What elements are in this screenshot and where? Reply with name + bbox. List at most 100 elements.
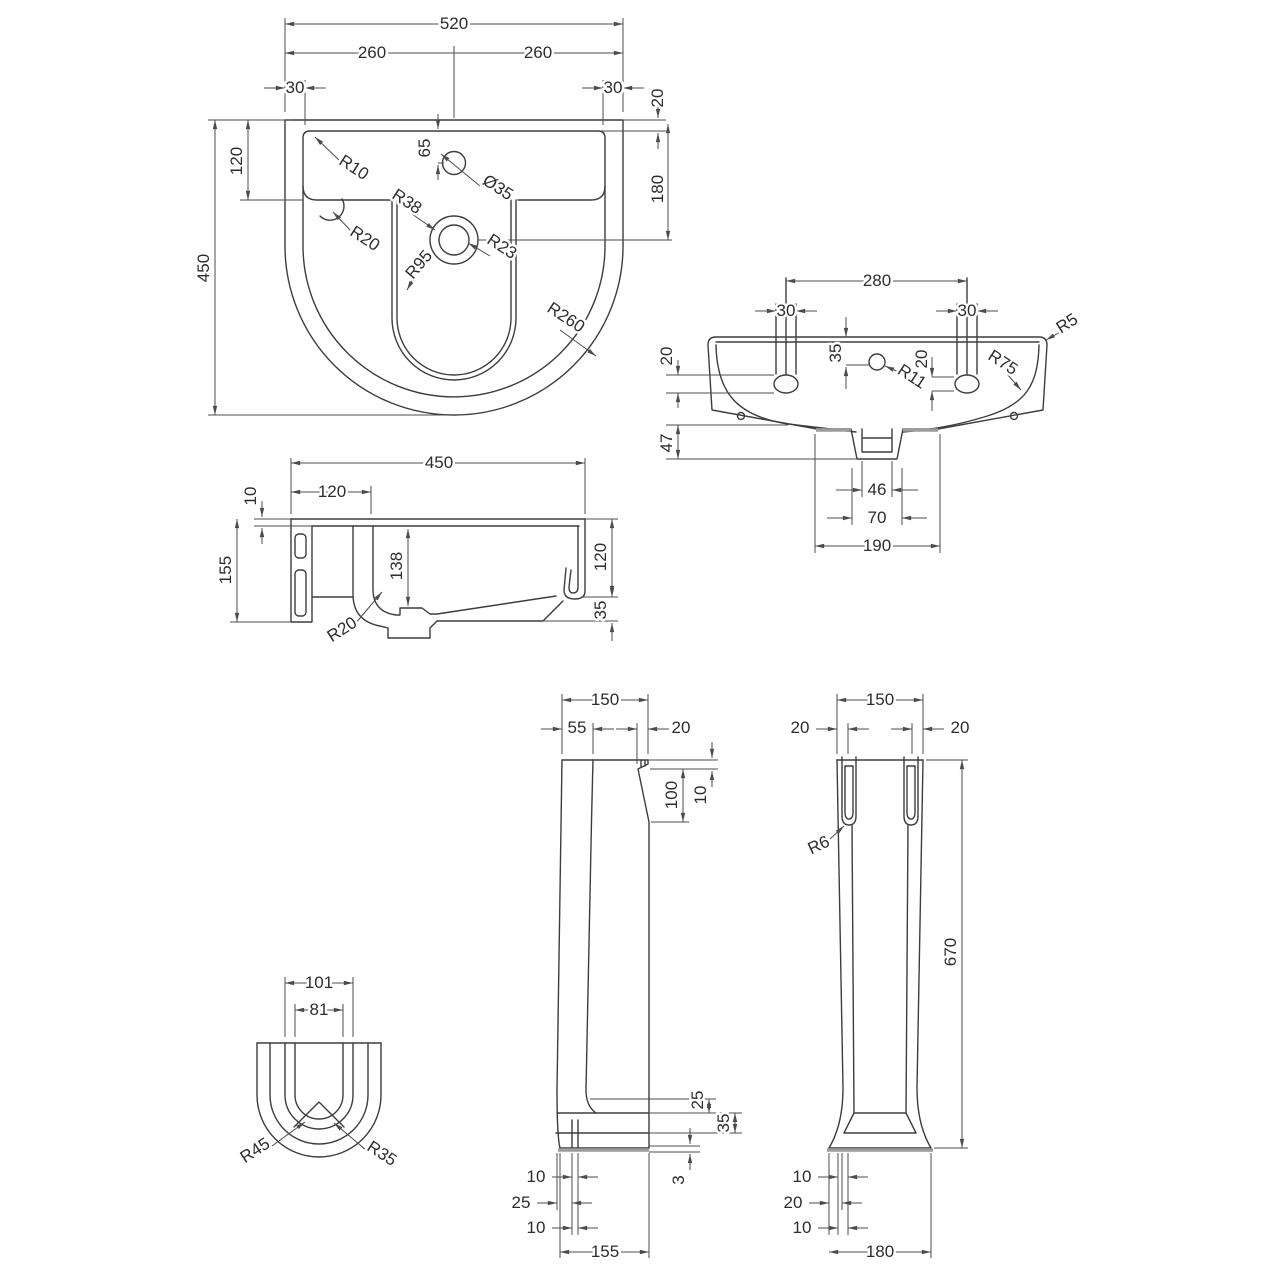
dim-pedfront-10b: 10 (793, 1218, 812, 1237)
dim-front-70: 70 (868, 508, 887, 527)
usection-u4 (294, 1042, 344, 1120)
dim-plan-120: 120 (227, 147, 246, 175)
pedside-notch-marks (640, 760, 646, 768)
pedside-right-edge (637, 759, 650, 1149)
dim-section-120-front: 120 (591, 543, 610, 571)
dim-usection-r45: R45 (237, 1134, 274, 1167)
pedfront-left-edge (828, 759, 844, 1149)
pedfront-foot (843, 1112, 917, 1134)
dim-pedfront-20-left: 20 (791, 718, 810, 737)
dim-plan-520: 520 (440, 14, 468, 33)
usection-chevron (293, 1101, 345, 1128)
dim-front-47: 47 (657, 434, 676, 453)
dim-pedside-10b: 10 (527, 1218, 546, 1237)
dim-pedside-100: 100 (662, 781, 681, 809)
pedestal-side-view: 150 55 20 100 10 25 35 3 10 25 10 155 (509, 688, 742, 1264)
dim-pedside-155: 155 (591, 1242, 619, 1261)
section-slot-lower (294, 569, 307, 617)
dim-front-20-hole: 20 (912, 350, 931, 369)
usection-outer (256, 1042, 382, 1158)
basin-front-view: 280 30 30 35 20 R11 R5 R75 20 47 46 70 1… (655, 269, 1084, 558)
front-fixing-hole-right (1009, 411, 1019, 421)
dim-section-155: 155 (216, 556, 235, 584)
dim-section-450: 450 (425, 453, 453, 472)
plan-r20-arc (319, 198, 345, 221)
dim-pedside-55: 55 (568, 718, 587, 737)
pedfront-slot-left (841, 756, 857, 826)
dim-plan-20-rim: 20 (648, 89, 667, 108)
dim-front-190: 190 (863, 536, 891, 555)
front-fixing-hole-left (736, 411, 746, 421)
dim-pedside-25-foot: 25 (688, 1091, 707, 1110)
section-slot-upper (294, 533, 307, 559)
plan-inner-outline (302, 130, 606, 398)
dim-pedside-3: 3 (669, 1175, 688, 1184)
section-bowl-wall-outer (352, 525, 564, 639)
plan-waste-recess (429, 215, 479, 265)
dim-usection-81: 81 (310, 1000, 329, 1019)
dim-plan-r23: R23 (484, 230, 521, 263)
pedfront-right-edge (916, 759, 932, 1149)
dim-plan-dia35: Ø35 (479, 171, 516, 204)
section-bowl-wall-inner (372, 525, 557, 616)
section-back-plate (290, 518, 313, 623)
front-bowl-left (715, 344, 857, 433)
front-taphole-left (773, 374, 799, 394)
dim-section-10: 10 (241, 487, 260, 506)
dim-plan-r260: R260 (544, 298, 588, 336)
dim-section-120-back: 120 (318, 482, 346, 501)
dim-plan-r20: R20 (347, 222, 384, 255)
front-taphole-right (954, 374, 980, 394)
front-overflow-hole (868, 353, 886, 371)
dim-section-138: 138 (387, 552, 406, 580)
dim-front-r5: R5 (1053, 310, 1082, 338)
dim-pedside-10: 10 (691, 786, 710, 805)
pedside-foot-lines (555, 1112, 650, 1149)
front-drain-detail (861, 428, 893, 453)
dim-plan-260-right: 260 (524, 43, 552, 62)
dim-pedfront-670: 670 (941, 938, 960, 966)
usection-extension-lines (284, 977, 354, 1037)
plan-extension-lines (208, 18, 672, 416)
dim-plan-260-left: 260 (358, 43, 386, 62)
pedfront-slot-right (903, 756, 919, 826)
dim-front-30-right: 30 (958, 301, 977, 320)
dim-usection-r35: R35 (364, 1137, 401, 1170)
dim-plan-65: 65 (415, 139, 434, 158)
dim-plan-r10: R10 (336, 151, 373, 184)
dim-pedside-35-foot: 35 (714, 1114, 733, 1133)
plan-waste-hole (438, 224, 470, 256)
dim-usection-101: 101 (305, 973, 333, 992)
basin-plan-view: 520 260 260 30 30 20 450 120 65 Ø35 R10 … (192, 12, 672, 416)
dim-front-r75: R75 (985, 346, 1022, 379)
dim-pedfront-r6: R6 (805, 832, 833, 858)
dim-pedfront-20: 20 (784, 1193, 803, 1212)
front-extension-lines (666, 364, 954, 553)
dim-front-280: 280 (863, 271, 891, 290)
dim-front-30-left: 30 (777, 301, 796, 320)
pedestal-front-view: 150 20 20 R6 670 10 20 10 180 (781, 688, 972, 1264)
dim-section-35: 35 (591, 601, 610, 620)
usection-u3 (284, 1042, 354, 1130)
pedfront-inner-lines (851, 824, 909, 1114)
section-extension-lines (230, 458, 618, 623)
section-front-hook-inner (568, 525, 579, 594)
dim-front-35: 35 (826, 344, 845, 363)
dim-pedside-150: 150 (591, 690, 619, 709)
dim-pedside-20: 20 (672, 718, 691, 737)
dim-pedfront-180: 180 (866, 1242, 894, 1261)
dim-front-20-left: 20 (657, 347, 676, 366)
dim-section-r20: R20 (324, 613, 361, 646)
pedside-extension-lines (556, 694, 742, 1258)
plan-bowl-outline (391, 199, 517, 381)
dim-plan-180: 180 (648, 175, 667, 203)
dim-plan-30-left: 30 (286, 78, 305, 97)
dim-pedfront-10a: 10 (793, 1167, 812, 1186)
dim-pedside-25: 25 (512, 1193, 531, 1212)
front-taphole-lines (775, 277, 978, 375)
dim-plan-30-right: 30 (604, 78, 623, 97)
dim-plan-r38: R38 (389, 185, 426, 218)
dim-pedfront-20-right: 20 (951, 718, 970, 737)
basin-section-view: 450 120 10 155 138 120 35 R20 (214, 451, 618, 648)
dim-plan-r95: R95 (401, 246, 436, 282)
